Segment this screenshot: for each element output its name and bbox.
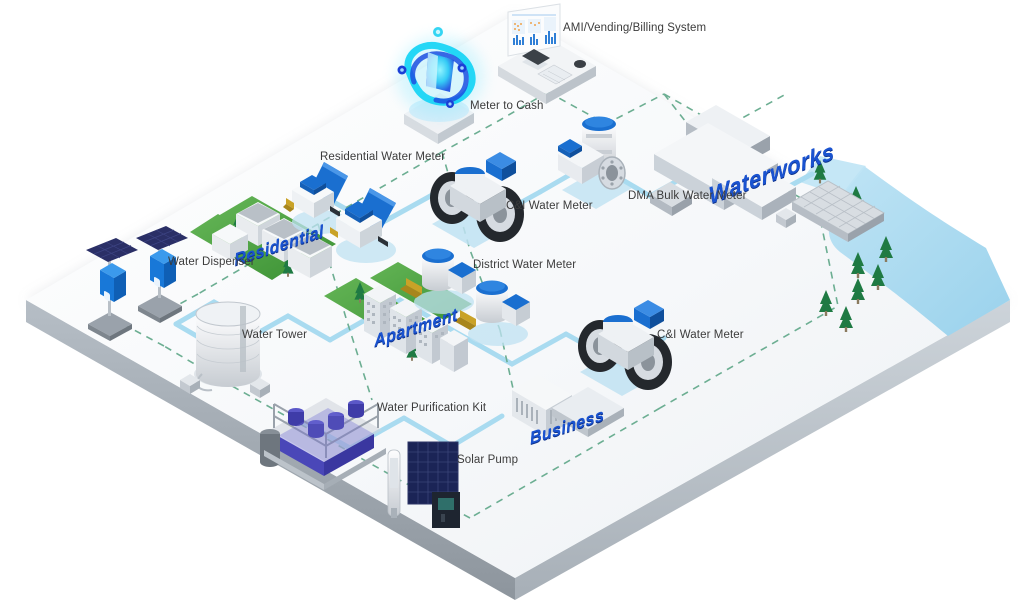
label-district-meter: District Water Meter <box>473 259 577 271</box>
dma-bulk-water-meter-group <box>558 116 632 209</box>
river-inlet <box>800 156 866 196</box>
water-dispenser-group-2 <box>136 226 188 323</box>
ci-water-meter-lower <box>578 300 672 396</box>
waterworks-plant-group <box>650 105 796 220</box>
water-dispenser-group-1 <box>86 238 138 341</box>
district-water-meter-1 <box>400 248 476 314</box>
label-dma-bulk-meter: DMA Bulk Water Meter <box>628 190 747 202</box>
label-solar-pump: Solar Pump <box>457 454 519 466</box>
label-ci-meter-bottom: C&I Water Meter <box>657 329 744 341</box>
meter-to-cash-hologram-group <box>396 27 484 144</box>
board-edge-right <box>515 300 1010 600</box>
label-water-tower: Water Tower <box>242 329 308 341</box>
residential-water-meter-1 <box>283 162 348 234</box>
label-residential-meter: Residential Water Meter <box>320 151 446 163</box>
label-purification-kit: Water Purification Kit <box>377 402 487 414</box>
district-water-meter-2 <box>454 280 530 346</box>
water-purification-kit-group <box>260 398 386 490</box>
label-water-dispenser: Water Dispenser <box>168 256 255 268</box>
filtration-beds-group <box>776 180 885 242</box>
apartment-blocks-group <box>364 285 468 372</box>
label-ami-system: AMI/Vending/Billing System <box>563 22 707 34</box>
ci-water-meter-upper <box>430 152 524 248</box>
ami-workstation-group <box>498 3 596 104</box>
business-buildings-group <box>512 375 624 437</box>
label-meter-to-cash: Meter to Cash <box>470 100 544 112</box>
residential-water-meter-2 <box>330 188 396 263</box>
solar-pump-group <box>387 441 460 528</box>
water-tower-group <box>180 301 270 398</box>
label-ci-meter-top: C&I Water Meter <box>506 200 593 212</box>
